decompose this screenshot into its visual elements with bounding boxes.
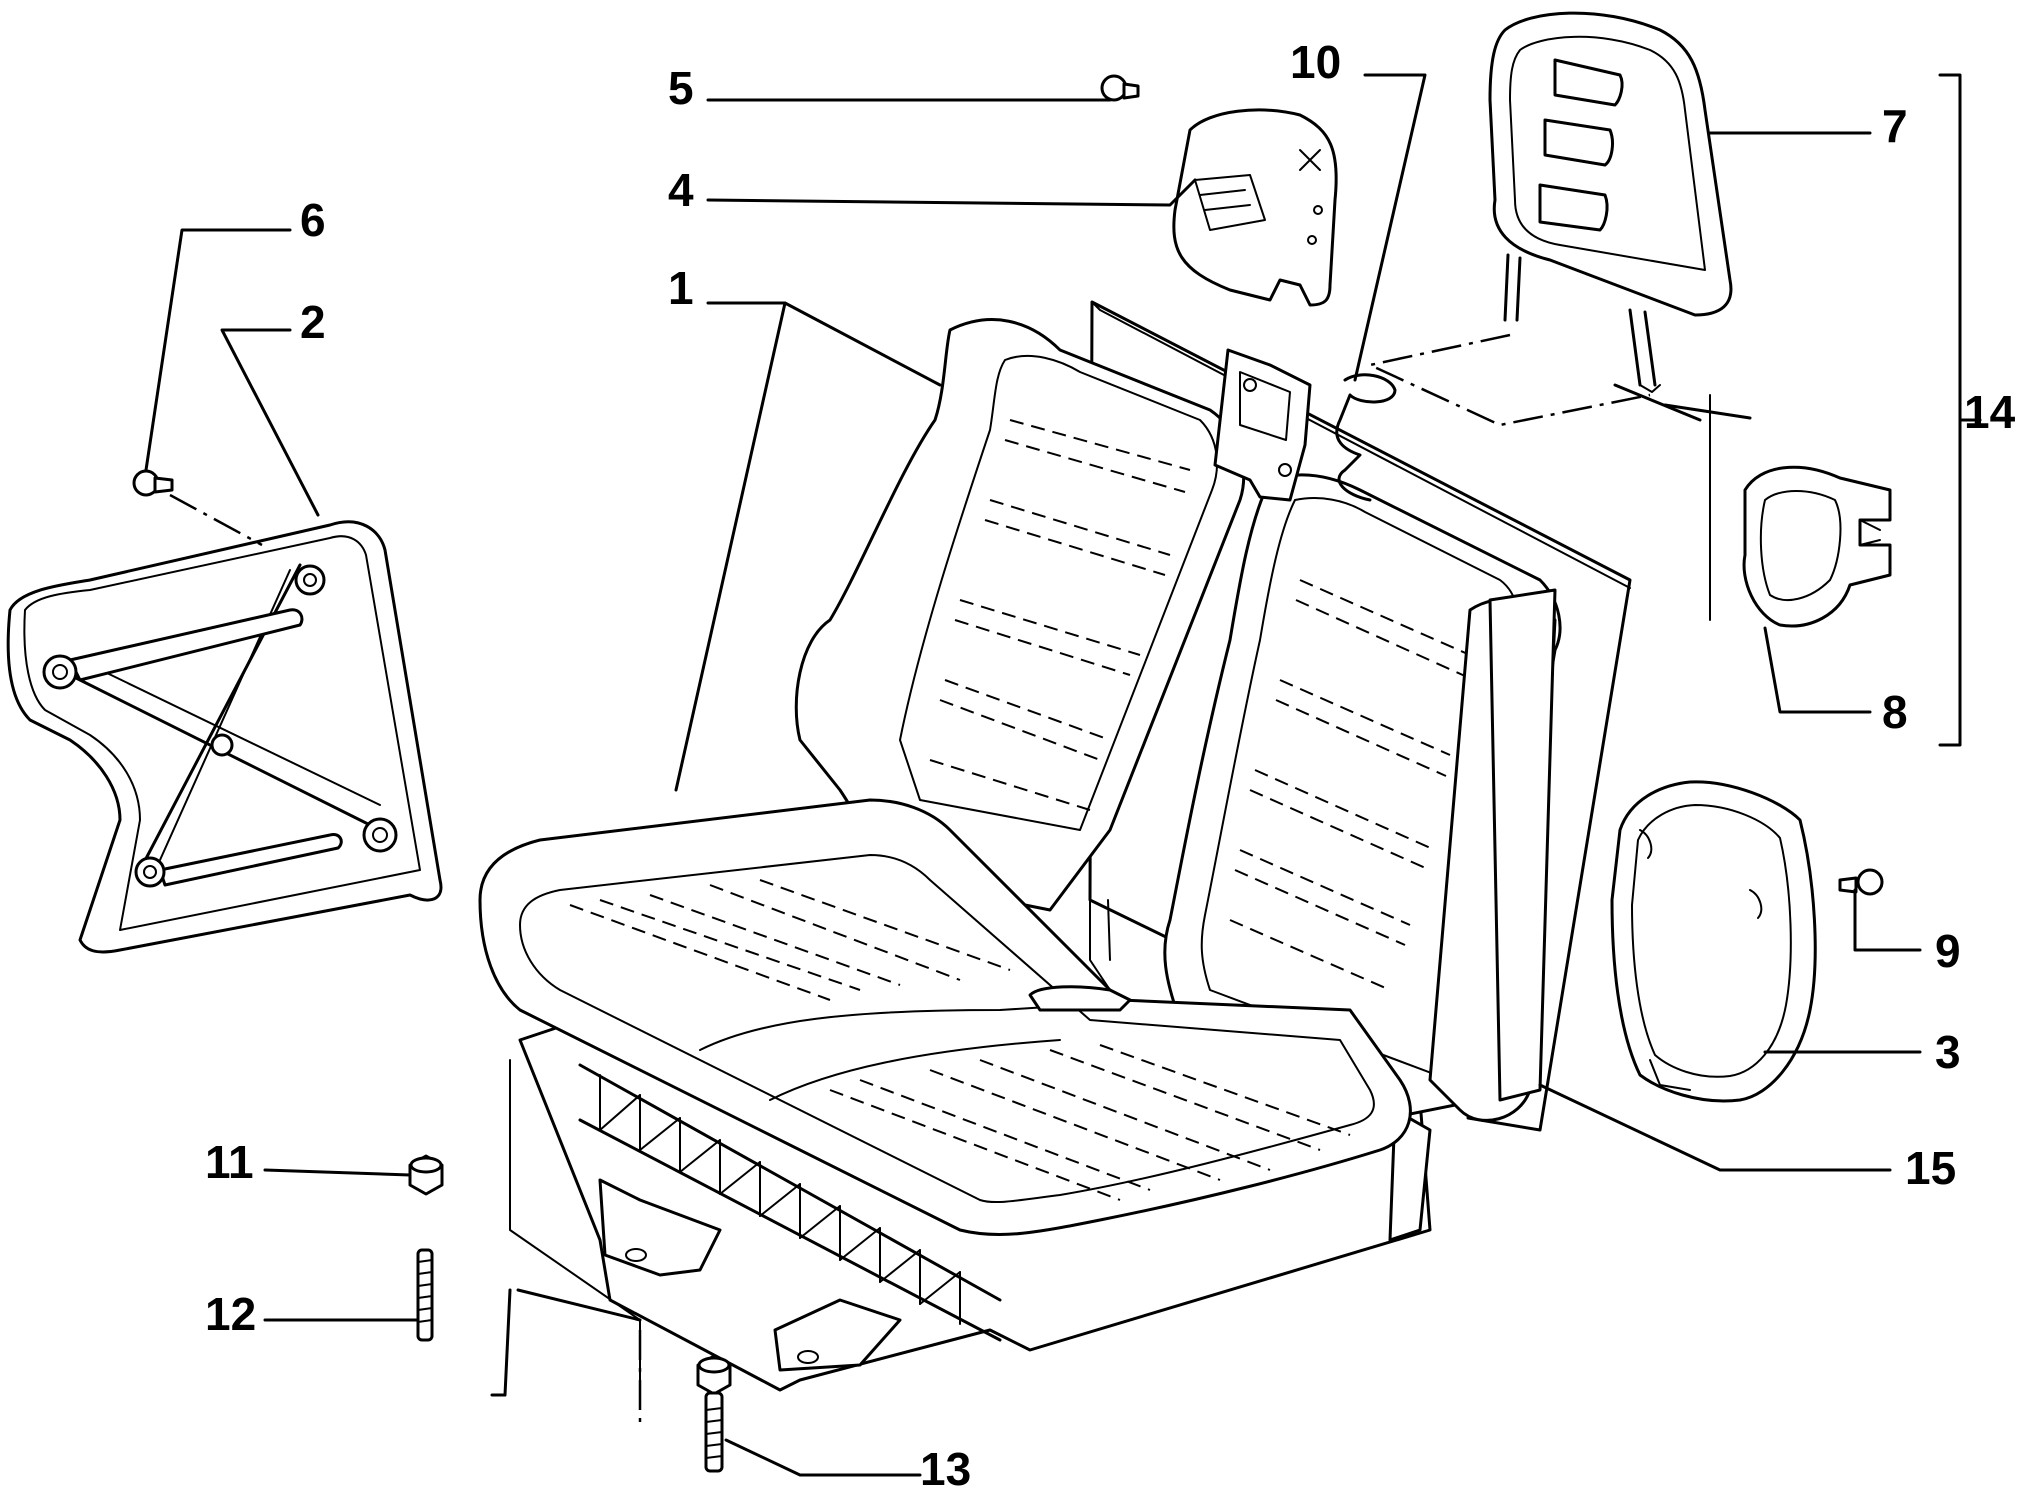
- callout-label-13: 13: [920, 1443, 971, 1486]
- cover-cap-part: [1172, 108, 1338, 307]
- callout-label-15: 15: [1905, 1142, 1956, 1194]
- callout-label-8: 8: [1882, 686, 1908, 738]
- screw-part-9: [1838, 868, 1884, 896]
- headrest-guide-part: [1742, 465, 1892, 628]
- callout-label-4: 4: [668, 164, 694, 216]
- callout-label-7: 7: [1882, 100, 1908, 152]
- seat-frame-lattice: [578, 1063, 1002, 1342]
- leader-lines: [144, 73, 1982, 1477]
- seat-cushion-stitching: [569, 879, 1351, 1201]
- callout-labels: 5 4 1 6 2 10 7 14 8 9 3 15 11 12 13: [205, 36, 2016, 1486]
- callout-label-3: 3: [1935, 1026, 1961, 1078]
- callout-label-5: 5: [668, 62, 694, 114]
- nut-part: [408, 1154, 444, 1196]
- callout-label-6: 6: [300, 194, 326, 246]
- callout-label-12: 12: [205, 1288, 256, 1340]
- assembly-lines: [169, 394, 1711, 1430]
- callout-label-1: 1: [668, 262, 694, 314]
- callout-label-9: 9: [1935, 925, 1961, 977]
- callout-label-2: 2: [300, 296, 326, 348]
- callout-label-14: 14: [1964, 386, 2016, 438]
- wire-clip-part: [1335, 373, 1397, 502]
- screw-part-6: [132, 469, 174, 497]
- callout-label-11: 11: [205, 1136, 254, 1188]
- callout-label-10: 10: [1290, 36, 1341, 88]
- right-backrest-stitching: [1229, 579, 1471, 991]
- side-trim-cover-part: [1610, 780, 1817, 1103]
- screw-part-5: [1100, 74, 1140, 102]
- stud-part: [416, 1248, 434, 1342]
- side-cover-part: [6, 520, 443, 954]
- headrest-part: [1366, 11, 1733, 427]
- bench-seat-part: [478, 318, 1562, 1392]
- bolt-part: [696, 1354, 732, 1473]
- left-backrest-stitching: [929, 419, 1191, 811]
